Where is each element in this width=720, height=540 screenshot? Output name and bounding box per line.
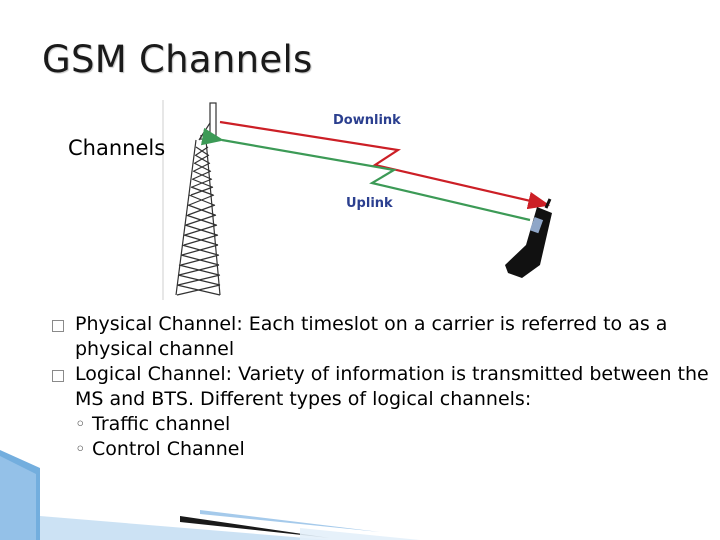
gsm-channel-figure: Downlink Uplink Channels bbox=[0, 95, 720, 310]
mobile-phone-icon bbox=[505, 198, 552, 278]
channels-label: Channels bbox=[68, 136, 166, 160]
slide-title: GSM Channels bbox=[42, 38, 313, 81]
sub-bullet-text: Traffic channel bbox=[92, 413, 231, 435]
cell-tower-icon bbox=[175, 102, 221, 296]
bullet-text: Logical Channel: Variety of information … bbox=[75, 363, 709, 410]
uplink-label: Uplink bbox=[346, 196, 393, 211]
ring-bullet-icon: ◦ bbox=[75, 414, 86, 435]
sub-bullet-control: ◦ Control Channel bbox=[52, 437, 712, 462]
downlink-arrow bbox=[219, 120, 551, 210]
bullet-list: Physical Channel: Each timeslot on a car… bbox=[52, 312, 712, 462]
bullet-text: Physical Channel: Each timeslot on a car… bbox=[75, 313, 668, 360]
decorative-swoosh bbox=[0, 450, 420, 540]
square-bullet-icon bbox=[52, 370, 64, 382]
downlink-label: Downlink bbox=[333, 113, 401, 128]
channel-diagram bbox=[162, 100, 552, 300]
bullet-item-physical: Physical Channel: Each timeslot on a car… bbox=[52, 312, 712, 362]
bullet-item-logical: Logical Channel: Variety of information … bbox=[52, 362, 712, 412]
uplink-arrow bbox=[200, 127, 531, 222]
sub-bullet-text: Control Channel bbox=[92, 438, 245, 460]
square-bullet-icon bbox=[52, 320, 64, 332]
ring-bullet-icon: ◦ bbox=[75, 439, 86, 460]
sub-bullet-traffic: ◦ Traffic channel bbox=[52, 412, 712, 437]
